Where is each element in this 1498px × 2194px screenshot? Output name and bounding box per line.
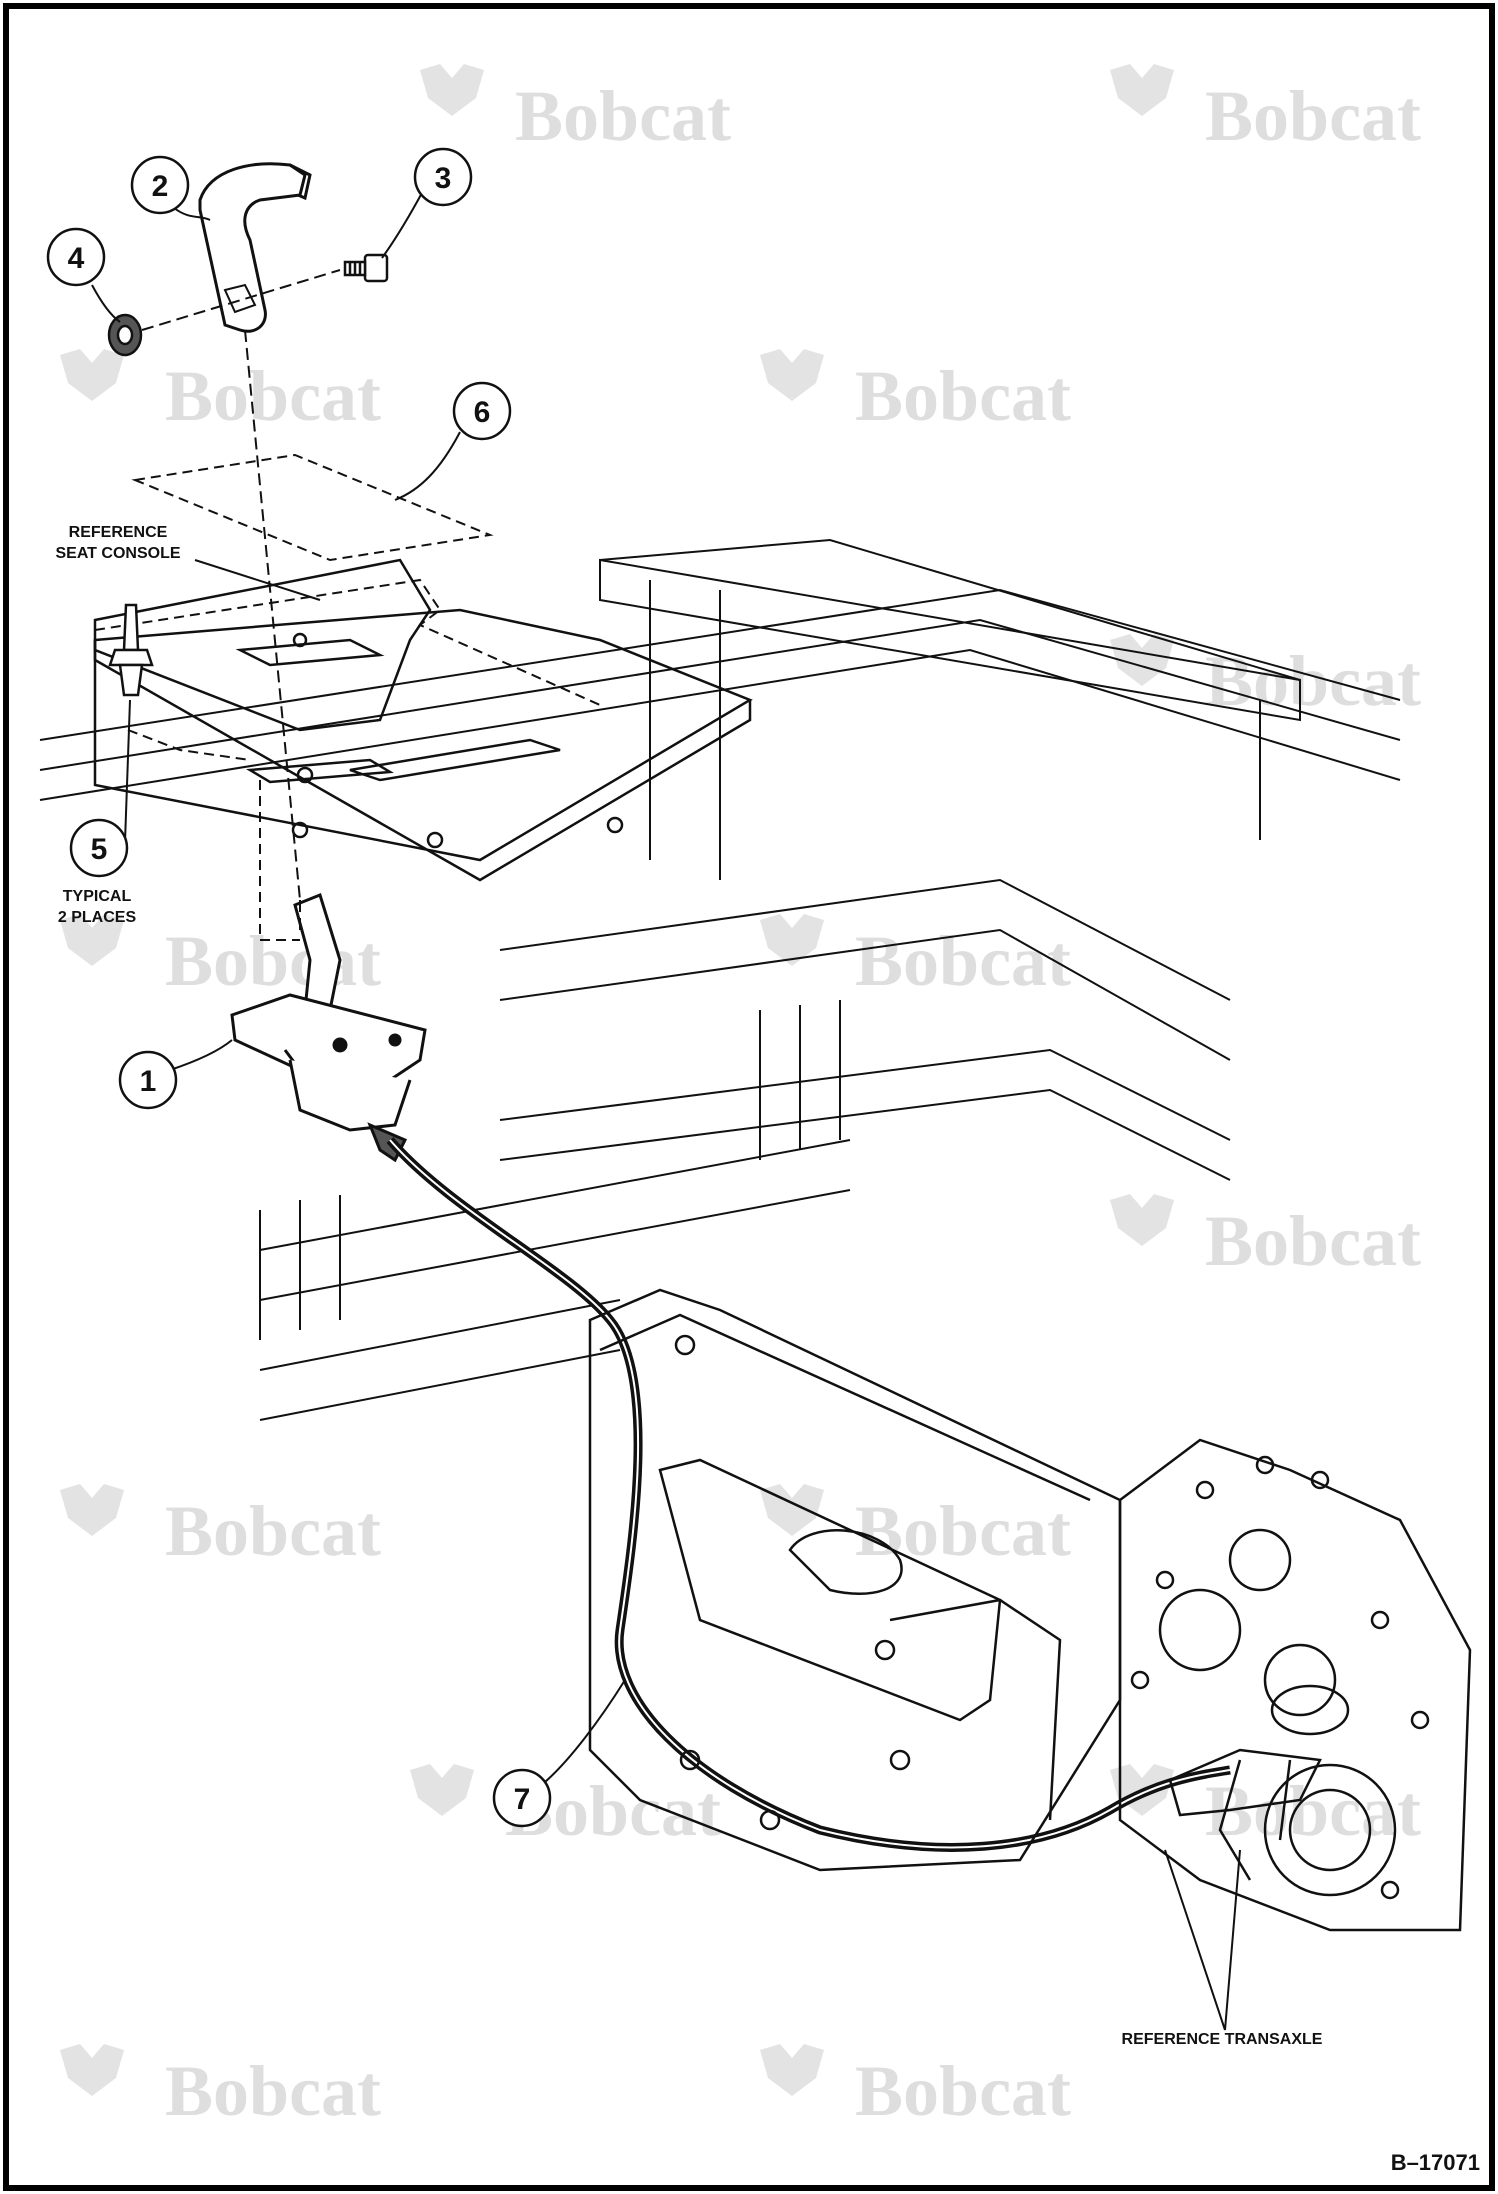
watermark-13: Bobcat	[60, 2044, 381, 2131]
watermark-text: Bobcat	[165, 2051, 381, 2131]
callout-1-number: 1	[140, 1065, 157, 1098]
watermark-text: Bobcat	[1205, 641, 1421, 721]
ref-seat-console-line1: REFERENCE	[69, 524, 168, 541]
watermark-10: Bobcat	[760, 1484, 1071, 1571]
watermark-text: Bobcat	[855, 356, 1071, 436]
seat-console-reference	[94, 453, 601, 706]
callout-7-number: 7	[514, 1783, 531, 1816]
callout-7: 7	[492, 1768, 552, 1828]
watermark-text: Bobcat	[855, 2051, 1071, 2131]
watermark-text: Bobcat	[1205, 76, 1421, 156]
shift-handle	[198, 162, 312, 333]
watermark-text: Bobcat	[1205, 1201, 1421, 1281]
watermark-6: Bobcat	[60, 914, 381, 1001]
watermark-4: Bobcat	[760, 349, 1071, 436]
watermark-9: Bobcat	[60, 1484, 381, 1571]
watermark-5: Bobcat	[1110, 634, 1421, 721]
nut	[107, 313, 143, 357]
vehicle-frame	[39, 538, 1401, 1421]
drawing-number: B–17071	[1391, 2150, 1480, 2175]
push-rivet	[108, 603, 154, 697]
watermark-14: Bobcat	[760, 2044, 1071, 2131]
watermark-text: Bobcat	[165, 356, 381, 436]
watermark-3: Bobcat	[60, 349, 381, 436]
callout-5: 5	[69, 818, 129, 878]
callout-3-number: 3	[435, 162, 452, 195]
watermark-11: Bobcat	[410, 1764, 721, 1851]
callout-1: 1	[118, 1050, 178, 1110]
callout-3: 3	[413, 147, 473, 207]
watermark-8: Bobcat	[1110, 1194, 1421, 1281]
assembly-lines	[91, 190, 1241, 2031]
watermark-text: Bobcat	[515, 76, 731, 156]
callout-2: 2	[130, 155, 190, 215]
callout-2-number: 2	[152, 170, 169, 203]
typical-line2: 2 PLACES	[58, 909, 137, 926]
watermark-text: Bobcat	[1205, 1771, 1421, 1851]
callout-5-number: 5	[91, 833, 108, 866]
watermark-text: Bobcat	[165, 921, 381, 1001]
mounting-plate	[93, 608, 753, 882]
watermark-2: Bobcat	[1110, 64, 1421, 156]
callout-4: 4	[46, 227, 106, 287]
ref-seat-console-line2: SEAT CONSOLE	[55, 545, 180, 562]
callout-6: 6	[452, 381, 512, 441]
transaxle-reference	[588, 1288, 1472, 1932]
screw	[343, 253, 389, 283]
drawing-border	[3, 3, 1495, 2191]
shifter-assembly	[230, 893, 427, 1163]
bobcat-watermarks: Bobcat Bobcat Bobcat Bobcat Bobcat Bobca…	[60, 64, 1421, 2131]
watermark-1: Bobcat	[420, 64, 731, 156]
watermark-text: Bobcat	[855, 921, 1071, 1001]
watermark-text: Bobcat	[165, 1491, 381, 1571]
watermark-text: Bobcat	[855, 1491, 1071, 1571]
callout-4-number: 4	[68, 242, 85, 275]
shift-cable	[386, 1137, 1231, 1852]
typical-line1: TYPICAL	[63, 888, 132, 905]
watermark-7: Bobcat	[760, 914, 1071, 1001]
callout-6-number: 6	[474, 396, 491, 429]
ref-transaxle-label: REFERENCE TRANSAXLE	[1122, 2031, 1323, 2048]
